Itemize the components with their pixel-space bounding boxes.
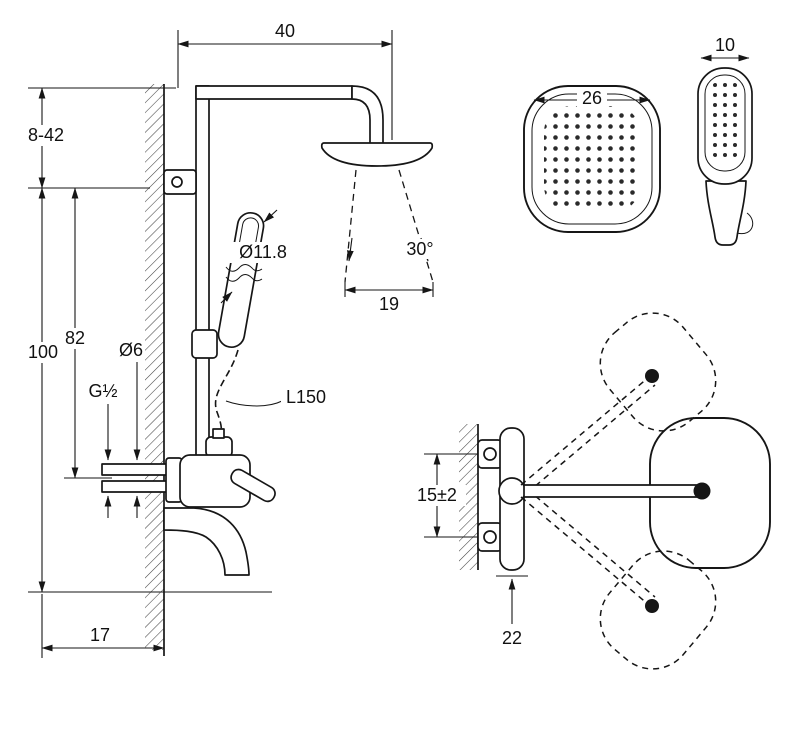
swivel-down-ghost xyxy=(520,488,717,670)
dim-hand-shower-width-label: 10 xyxy=(715,35,735,55)
pipe-elbow xyxy=(351,85,384,145)
hand-shower-view: 10 xyxy=(697,35,754,246)
dim-spray-angle: 30° xyxy=(400,239,440,259)
hang-hook xyxy=(736,212,754,235)
dim-total-height: 100 xyxy=(25,187,61,593)
dim-thread-size: G½ xyxy=(88,381,118,518)
hand-shower-face xyxy=(704,74,746,172)
dim-bottom-offset-label: 22 xyxy=(502,628,522,648)
spray-nozzles xyxy=(544,106,640,212)
dim-spout-reach: 17 xyxy=(41,594,165,658)
dim-head-width: 26 xyxy=(533,88,651,109)
dim-thread-size-label: G½ xyxy=(88,381,117,401)
dim-total-height-label: 100 xyxy=(28,342,58,362)
dim-hand-shower-diameter-label: Ø11.8 xyxy=(239,242,287,262)
lever-handle xyxy=(230,468,276,503)
dim-head-width-label: 26 xyxy=(582,88,602,108)
dim-spout-reach-label: 17 xyxy=(90,625,110,645)
dim-top-width: 40 xyxy=(177,21,393,140)
ball-joint xyxy=(693,482,711,500)
hand-shower-holder xyxy=(191,329,218,359)
hand-shower-handle xyxy=(705,180,747,246)
dim-connection-spacing-label: 15±2 xyxy=(417,485,457,505)
dim-hand-shower-width: 10 xyxy=(700,35,750,62)
hose-length-label: L150 xyxy=(286,387,326,407)
riser-pipe xyxy=(195,85,210,479)
dim-connection-spacing: 15±2 xyxy=(408,453,478,538)
dim-spray-width-label: 19 xyxy=(379,294,399,314)
dim-valve-height-label: 82 xyxy=(65,328,85,348)
shower-hose xyxy=(214,349,239,441)
mount-bottom xyxy=(477,522,503,552)
mount-top xyxy=(477,439,503,469)
wall-bracket xyxy=(163,169,197,195)
dim-hole-diameter: Ø6 xyxy=(119,340,143,518)
dim-hole-diameter-label: Ø6 xyxy=(119,340,143,360)
shower-arm-side xyxy=(523,484,703,498)
swivel-up-ghost xyxy=(520,312,717,494)
dim-spray-width: 19 xyxy=(344,282,434,314)
mixer-valve xyxy=(165,428,276,508)
label-hose-length: L150 xyxy=(225,387,331,408)
dim-bottom-offset: 22 xyxy=(496,575,528,648)
front-view: 40 8-42 100 82 Ø6 G½ L150 Ø11.8 xyxy=(23,21,440,658)
side-view: 15±2 22 xyxy=(408,312,771,670)
hand-shower-nozzles xyxy=(709,80,741,160)
head-top-view: 26 xyxy=(523,85,661,233)
dim-hand-shower-diameter: Ø11.8 xyxy=(220,209,299,304)
dim-valve-height: 82 xyxy=(61,187,112,479)
dim-mount-range-label: 8-42 xyxy=(28,125,64,145)
spray-pattern xyxy=(344,169,434,283)
hand-shower xyxy=(217,211,265,349)
pivot-joint xyxy=(498,477,526,505)
wall-hatch xyxy=(145,84,164,650)
dim-spray-angle-label: 30° xyxy=(406,239,433,259)
tub-spout xyxy=(163,507,250,576)
top-pipe xyxy=(195,85,353,100)
side-wall-hatch xyxy=(459,424,478,570)
overhead-shower-front xyxy=(320,142,434,167)
dim-top-width-label: 40 xyxy=(275,21,295,41)
dim-mount-range: 8-42 xyxy=(23,87,176,189)
